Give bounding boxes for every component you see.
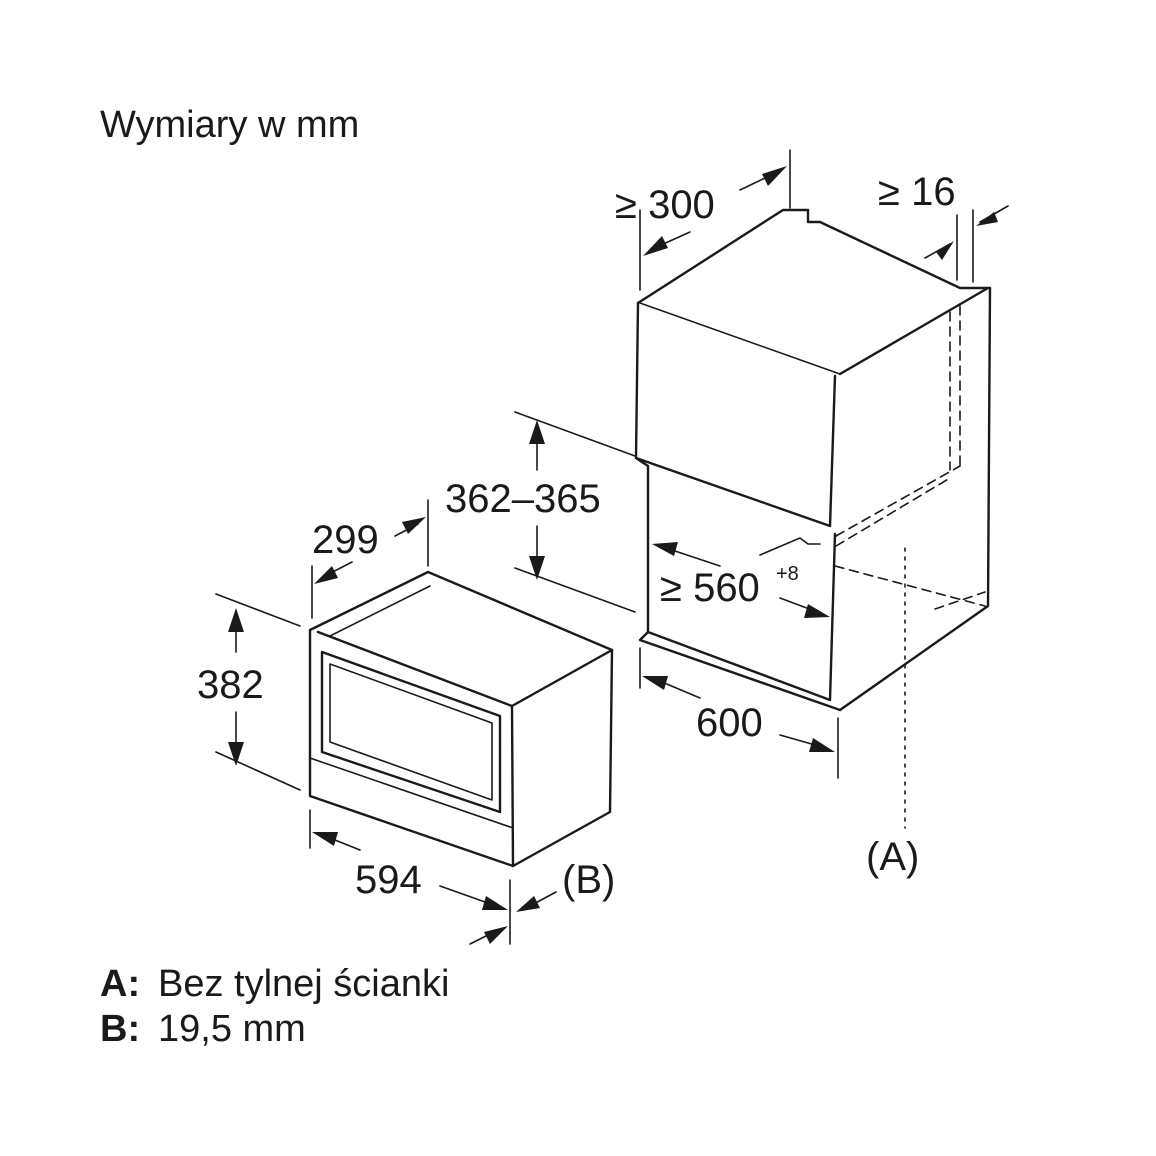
dimension-appliance-height: 382 [197, 593, 301, 791]
legend: A: Bez tylnej ścianki B: 19,5 mm [100, 963, 449, 1050]
cabinet-shelf-lip [759, 537, 821, 556]
appliance-outer-body [308, 570, 614, 868]
cabinet-front-upper [634, 301, 837, 528]
dimension-label-niche-width-tolerance: +8 [776, 563, 799, 585]
legend-key-a: A: [100, 963, 140, 1005]
arrow-head [228, 742, 244, 766]
appliance-side-edge [510, 704, 515, 868]
dimension-label-niche-height: 362–365 [445, 477, 601, 521]
arrow-head [652, 542, 678, 556]
arrow-head [484, 926, 508, 944]
legend-text-b: 19,5 mm [158, 1008, 306, 1050]
dimension-appliance-width: 594 [309, 809, 511, 945]
dimension-niche-depth: ≥ 300 [615, 149, 791, 291]
arrow-head [314, 566, 338, 584]
arrow-head [976, 212, 998, 226]
dimension-label-cabinet-width: 600 [696, 701, 763, 745]
dimension-line [661, 681, 701, 699]
extension-line [215, 751, 301, 791]
arrow-head [529, 556, 545, 580]
appliance-top-back [329, 585, 431, 637]
dimension-niche-width: ≥ 560 +8 [652, 542, 830, 618]
cabinet-opening-bottom [638, 630, 842, 712]
dimension-line [671, 549, 721, 567]
marker-b-dimension: (B) [469, 858, 615, 945]
arrow-head [516, 896, 540, 912]
appliance-drawing [308, 570, 614, 868]
arrow-head [809, 738, 835, 752]
cabinet-hidden-line-6 [934, 591, 986, 610]
appliance-top-edge [316, 630, 514, 708]
dimension-label-niche-width: ≥ 560 [660, 566, 760, 610]
cabinet-top-slab [636, 208, 992, 712]
dimension-cabinet-width: 600 [639, 647, 839, 779]
cabinet-drawing [634, 208, 992, 829]
arrow-head [642, 676, 668, 690]
extension-line [514, 411, 636, 457]
marker-b-label: (B) [562, 858, 615, 902]
arrow-head [762, 166, 787, 186]
dimension-line [779, 734, 816, 746]
dimension-line [779, 597, 813, 611]
arrow-head [228, 608, 244, 632]
cabinet-hidden-line-4 [835, 477, 951, 547]
extension-line [514, 567, 636, 613]
dimension-label-appliance-depth: 299 [312, 518, 379, 562]
arrow-head [936, 241, 954, 260]
dimension-gap-right: ≥ 16 [878, 170, 1009, 283]
appliance-window-inner [329, 663, 493, 801]
extension-line [215, 593, 301, 627]
cabinet-top-slab-edge [639, 302, 841, 375]
appliance-door-base [309, 757, 514, 829]
arrow-head [482, 896, 508, 910]
page-title: Wymiary w mm [100, 104, 359, 146]
dimension-niche-height: 362–365 [445, 411, 636, 613]
arrow-head [312, 832, 338, 846]
arrow-head [402, 517, 426, 534]
arrow-head [643, 236, 668, 256]
dimension-appliance-depth: 299 [311, 499, 429, 619]
arrow-head [804, 604, 830, 618]
appliance-side-top [510, 648, 614, 708]
dimension-label-appliance-width: 594 [355, 858, 422, 902]
cabinet-top-slab-front [838, 286, 990, 376]
dimension-label-appliance-height: 382 [197, 663, 264, 707]
cabinet-hidden-line-3 [835, 465, 961, 537]
dimension-line [439, 885, 486, 903]
cabinet-hidden-line-5 [834, 565, 986, 607]
dimension-label-niche-depth: ≥ 300 [615, 183, 715, 227]
arrow-head [529, 420, 545, 444]
appliance-window-outer [320, 650, 502, 814]
marker-a-label: (A) [866, 835, 919, 879]
legend-key-b: B: [100, 1008, 140, 1050]
legend-text-a: Bez tylnej ścianki [158, 963, 449, 1005]
dimension-label-gap-right: ≥ 16 [878, 170, 956, 214]
